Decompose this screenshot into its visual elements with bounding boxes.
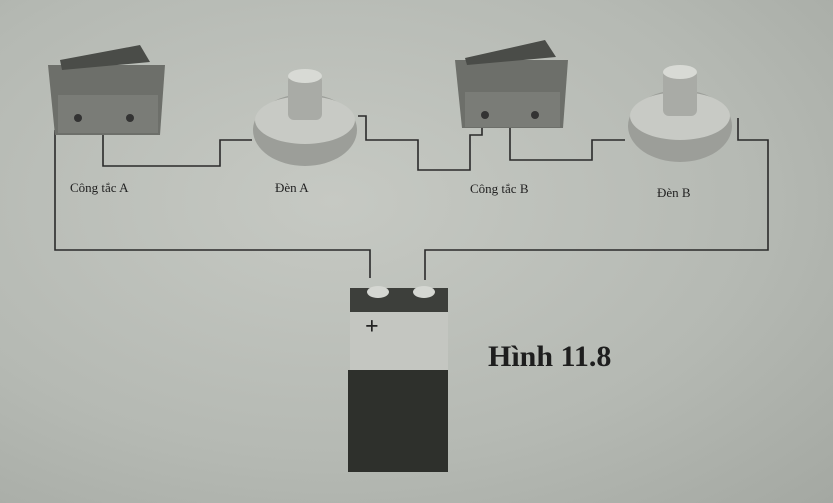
figure-caption: Hình 11.8 xyxy=(488,340,612,373)
label-lamp-b: Đèn B xyxy=(657,185,691,200)
label-lamp-a: Đèn A xyxy=(275,180,309,195)
switch-a xyxy=(48,45,165,135)
battery xyxy=(348,286,448,472)
wire-switch-b-to-lamp-b xyxy=(509,118,625,161)
switch-b xyxy=(455,40,568,128)
label-switch-b: Công tắc B xyxy=(470,181,529,196)
lamp-b xyxy=(628,65,732,162)
lamp-a xyxy=(253,69,357,166)
wire-switch-a-to-battery xyxy=(54,130,371,278)
wire-lamp-a-to-switch-b xyxy=(358,115,483,171)
wires xyxy=(54,115,769,280)
battery-plus-sign: + xyxy=(365,314,379,340)
label-switch-a: Công tắc A xyxy=(70,180,129,195)
wire-switch-a-to-lamp-a xyxy=(102,120,252,167)
wire-lamp-b-to-battery xyxy=(424,118,769,280)
